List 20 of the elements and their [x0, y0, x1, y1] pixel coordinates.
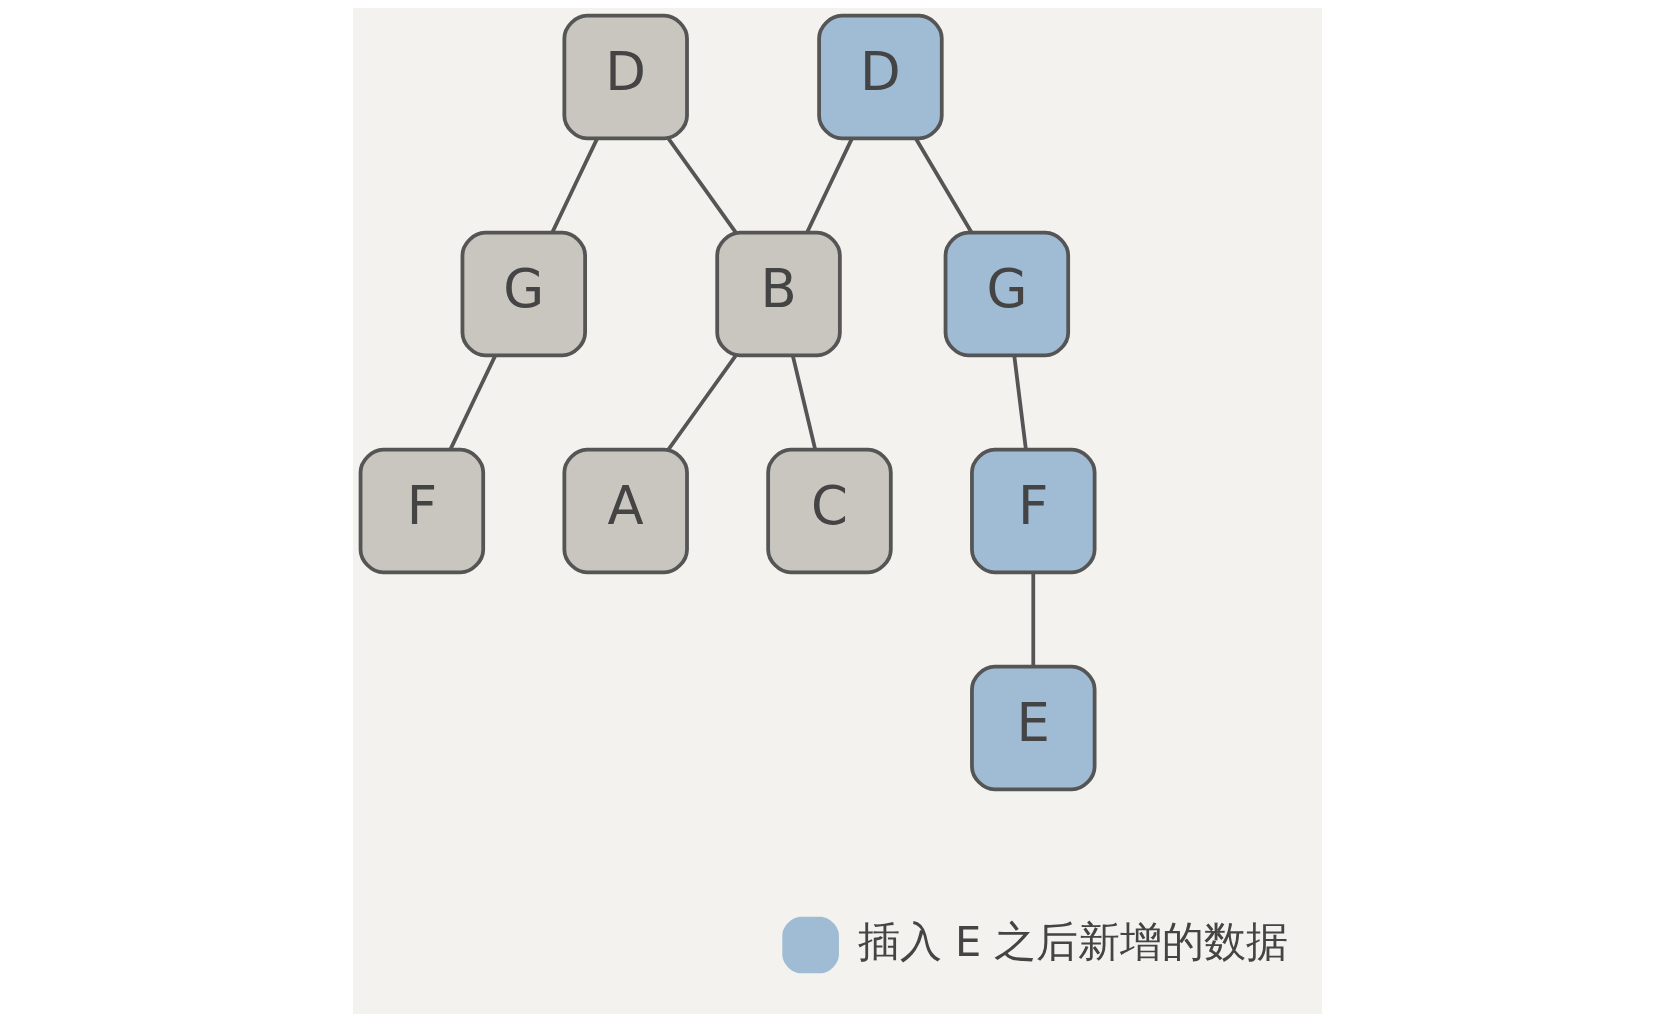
node-box: F	[358, 447, 485, 575]
node-box: E	[969, 664, 1096, 792]
node-box: A	[561, 447, 689, 575]
connector	[666, 354, 737, 451]
connector	[666, 137, 737, 234]
connector	[790, 355, 817, 451]
node-box: D	[816, 13, 944, 141]
node-box: G	[460, 230, 587, 358]
node-box: C	[765, 447, 893, 575]
connector	[1011, 355, 1028, 450]
connector	[448, 355, 497, 451]
legend-label: 插入 E 之后新增的数据	[857, 916, 1288, 966]
connector	[1030, 572, 1035, 667]
connector	[550, 138, 599, 234]
connector	[913, 137, 973, 234]
node-box: F	[969, 447, 1096, 575]
node-box: D	[561, 13, 689, 141]
node-box: B	[714, 230, 842, 358]
connector	[804, 138, 853, 234]
node-box: G	[943, 230, 1070, 358]
